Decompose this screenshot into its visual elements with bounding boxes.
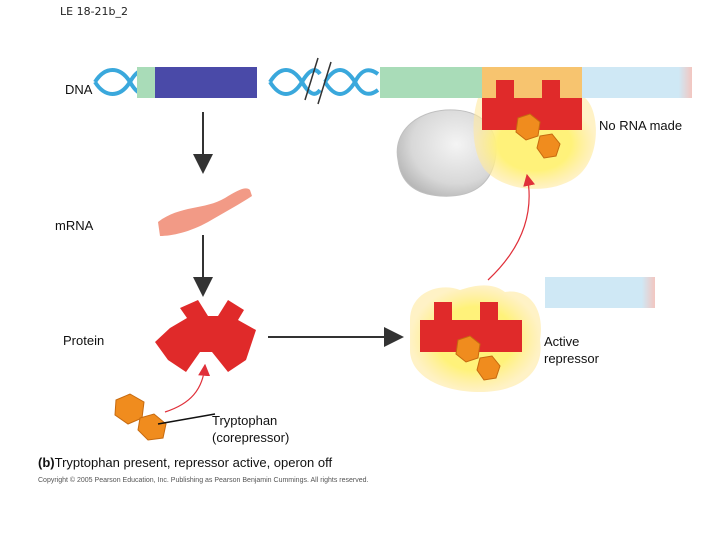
dna-fragment-right bbox=[545, 277, 655, 308]
dna-segment-green-left bbox=[137, 67, 155, 98]
arrow-tryptophan-to-repressor bbox=[164, 363, 211, 413]
copyright-notice: Copyright © 2005 Pearson Education, Inc.… bbox=[38, 477, 369, 484]
tryptophan-label: Tryptophan (corepressor) bbox=[212, 412, 289, 446]
tryptophan-pointer bbox=[157, 413, 216, 425]
slide-title: LE 18-21b_2 bbox=[60, 5, 129, 18]
dna-break-mark bbox=[304, 57, 319, 101]
dna-repressor-gene bbox=[155, 67, 257, 98]
active-repressor-label-line2: repressor bbox=[544, 351, 599, 366]
dna-segment-blue bbox=[582, 67, 692, 98]
tryptophan-molecule bbox=[114, 393, 167, 441]
tryptophan-icon bbox=[476, 355, 501, 381]
arrow-active-to-bound bbox=[487, 173, 535, 281]
mrna-label: mRNA bbox=[55, 218, 94, 233]
no-rna-label: No RNA made bbox=[599, 118, 683, 133]
tryptophan-icon bbox=[515, 113, 541, 141]
dna-segment-green bbox=[380, 67, 482, 98]
repressor-protein bbox=[155, 300, 256, 372]
active-repressor-bound bbox=[482, 80, 582, 159]
caption-panel-letter: (b) bbox=[38, 455, 55, 470]
active-repressor-label: Active repressor bbox=[544, 333, 599, 367]
protein-label: Protein bbox=[63, 333, 105, 348]
tryptophan-icon bbox=[455, 335, 481, 363]
dna-label: DNA bbox=[65, 82, 93, 97]
figure-caption: (b)Tryptophan present, repressor active,… bbox=[38, 455, 332, 471]
active-repressor-label-line1: Active bbox=[544, 334, 580, 349]
mrna-strand bbox=[158, 188, 252, 236]
dna-break-mark bbox=[317, 61, 332, 105]
active-repressor bbox=[420, 302, 522, 381]
tryptophan-label-line2: (corepressor) bbox=[212, 430, 290, 445]
tryptophan-icon bbox=[536, 133, 561, 159]
caption-text: Tryptophan present, repressor active, op… bbox=[54, 455, 333, 470]
tryptophan-label-line1: Tryptophan bbox=[212, 413, 278, 428]
